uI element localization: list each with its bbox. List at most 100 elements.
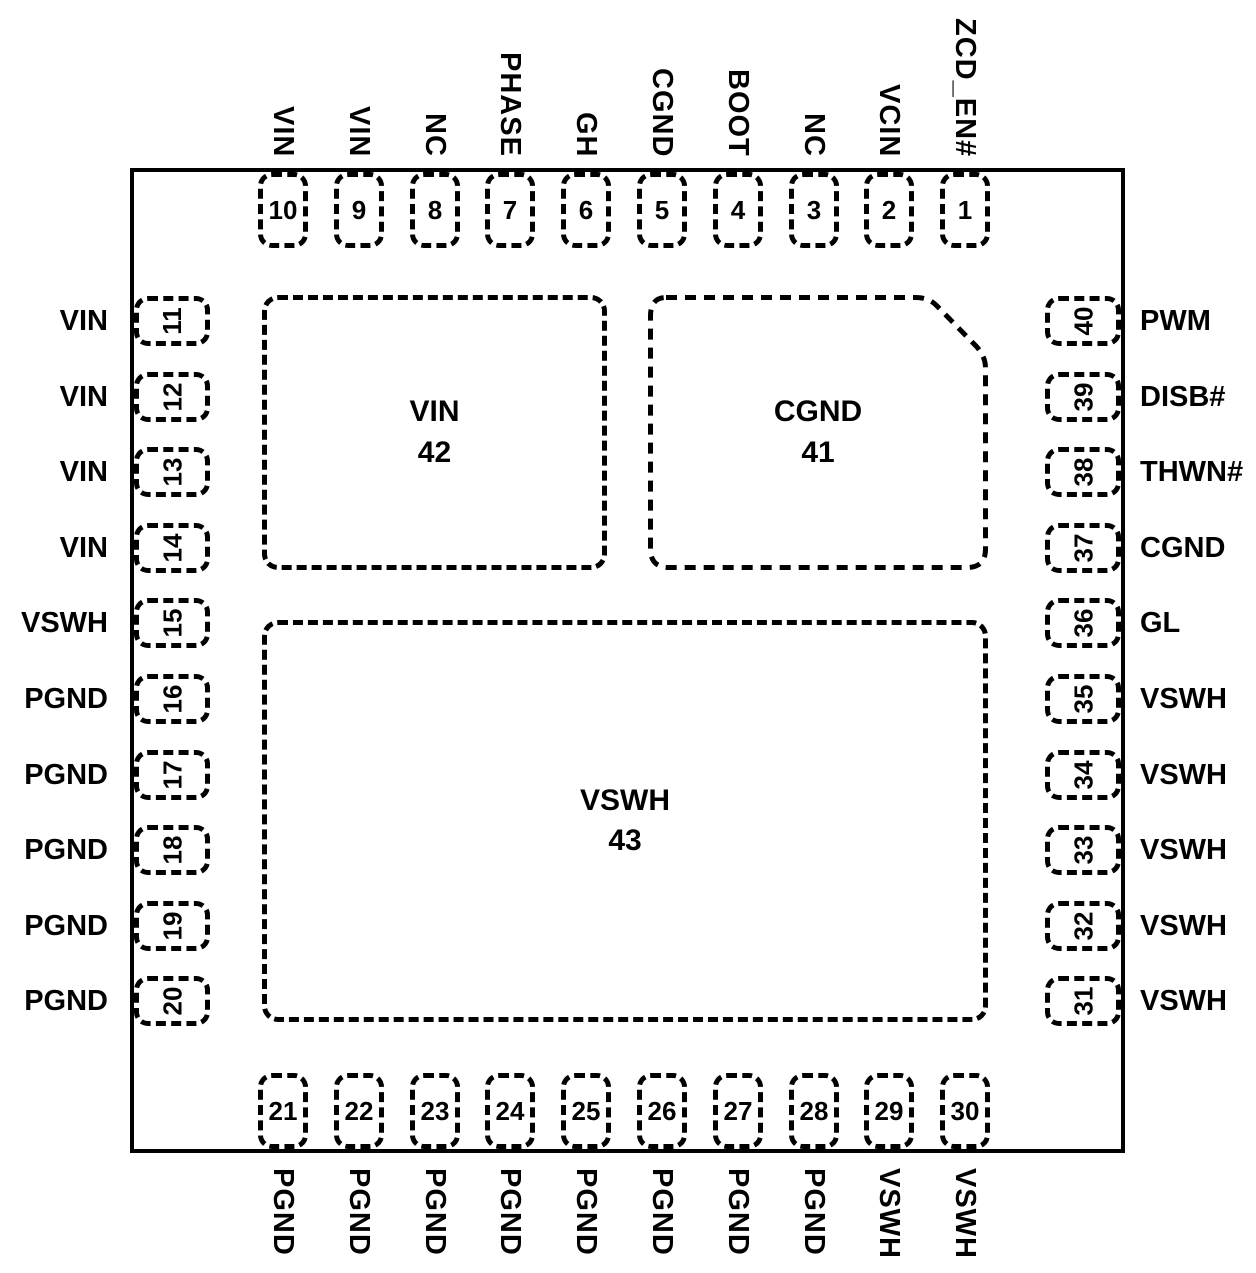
pin-bottom-24: 24 [485,1073,535,1149]
pin-bottom-25: 25 [561,1073,611,1149]
pin-label: VSWH [1140,910,1227,942]
pin-number: 37 [1067,533,1098,563]
pin-top-1: 1 [940,172,990,248]
pin-left-11: 11 [134,296,210,346]
pad-name: VIN [409,395,460,428]
pin-number: 4 [730,195,746,225]
pin-top-2: 2 [864,172,914,248]
pin-number: 26 [647,1096,677,1126]
pin-right-40: 40 [1045,296,1121,346]
pad-number: 43 [608,824,642,857]
pin-label: ZCD_EN# [949,17,981,157]
pin-number: 34 [1067,760,1098,790]
pin-label: VSWH [21,607,108,639]
pad-cgnd-outline [648,295,988,570]
pin-number: 23 [420,1096,450,1126]
pin-right-39: 39 [1045,372,1121,422]
pin-right-36: 36 [1045,598,1121,648]
pin-left-19: 19 [134,901,210,951]
pin-label: PWM [1140,305,1211,337]
pin-label: PGND [722,1168,754,1256]
pin-right-35: 35 [1045,674,1121,724]
pin-number: 5 [654,195,670,225]
pin-number: 24 [495,1096,525,1126]
pin-bottom-23: 23 [410,1073,460,1149]
pin-right-34: 34 [1045,750,1121,800]
pad-vswh: VSWH 43 [262,620,988,1022]
pin-right-31: 31 [1045,976,1121,1026]
pin-number: 3 [806,195,822,225]
pin-number: 28 [799,1096,829,1126]
pin-right-37: 37 [1045,523,1121,573]
pin-label: GL [1140,607,1181,639]
pin-right-33: 33 [1045,825,1121,875]
pin-label: PHASE [494,52,526,157]
pin-number: 17 [156,760,187,790]
pin-top-10: 10 [258,172,308,248]
pin-number: 7 [502,195,518,225]
pin-label: PGND [343,1168,375,1256]
pin-number: 30 [950,1096,980,1126]
pad-number: 42 [417,435,452,469]
pin-bottom-26: 26 [637,1073,687,1149]
pin-number: 22 [344,1096,374,1126]
pin-number: 9 [351,195,367,225]
pin-number: 38 [1067,457,1098,487]
pin-label: VIN [59,456,108,488]
pin-label: VSWH [1140,759,1227,791]
pin-number: 33 [1067,835,1098,865]
pin-label: PGND [570,1168,602,1256]
pin-label: PGND [798,1168,830,1256]
pin-bottom-30: 30 [940,1073,990,1149]
pin-number: 25 [571,1096,601,1126]
pin-label: VSWH [1140,683,1227,715]
pin-left-17: 17 [134,750,210,800]
pin-right-32: 32 [1045,901,1121,951]
pin-label: CGND [1140,532,1226,564]
pin-label: VCIN [873,83,905,157]
pin-bottom-21: 21 [258,1073,308,1149]
pin-label: VIN [59,532,108,564]
pin-bottom-22: 22 [334,1073,384,1149]
pin-top-3: 3 [789,172,839,248]
pin-number: 19 [156,911,187,941]
pin-number: 40 [1067,306,1098,336]
pin-label: PGND [24,683,108,715]
pin-number: 10 [268,195,298,225]
pad-vin: VIN 42 [262,295,607,570]
pin-left-20: 20 [134,976,210,1026]
pin-label: NC [419,113,451,157]
pin-label: PGND [419,1168,451,1256]
pin-number: 18 [156,835,187,865]
pin-top-6: 6 [561,172,611,248]
pin-top-4: 4 [713,172,763,248]
pin-number: 35 [1067,684,1098,714]
pin-label: VSWH [873,1168,905,1259]
pin-label: PGND [24,759,108,791]
pin-number: 6 [578,195,594,225]
pad-label: CGND 41 [774,392,862,473]
pin-number: 15 [156,608,187,638]
pin-bottom-27: 27 [713,1073,763,1149]
pin-number: 11 [157,307,187,335]
pin-label: VIN [267,105,299,157]
pin-number: 31 [1067,986,1098,1016]
pin-number: 14 [156,533,187,563]
pin-label: VSWH [1140,834,1227,866]
pin-left-13: 13 [134,447,210,497]
pin-top-5: 5 [637,172,687,248]
pin-number: 8 [427,195,443,225]
pin-bottom-28: 28 [789,1073,839,1149]
pin-label: VIN [59,381,108,413]
pad-label: VSWH 43 [580,781,670,862]
pin-number: 21 [268,1096,298,1126]
pin-bottom-29: 29 [864,1073,914,1149]
pin-label: THWN# [1140,456,1244,488]
pad-name: CGND [773,395,863,428]
pin-label: NC [798,113,830,157]
pin-label: CGND [646,67,678,157]
pin-label: VIN [343,105,375,157]
pin-left-16: 16 [134,674,210,724]
pin-top-9: 9 [334,172,384,248]
